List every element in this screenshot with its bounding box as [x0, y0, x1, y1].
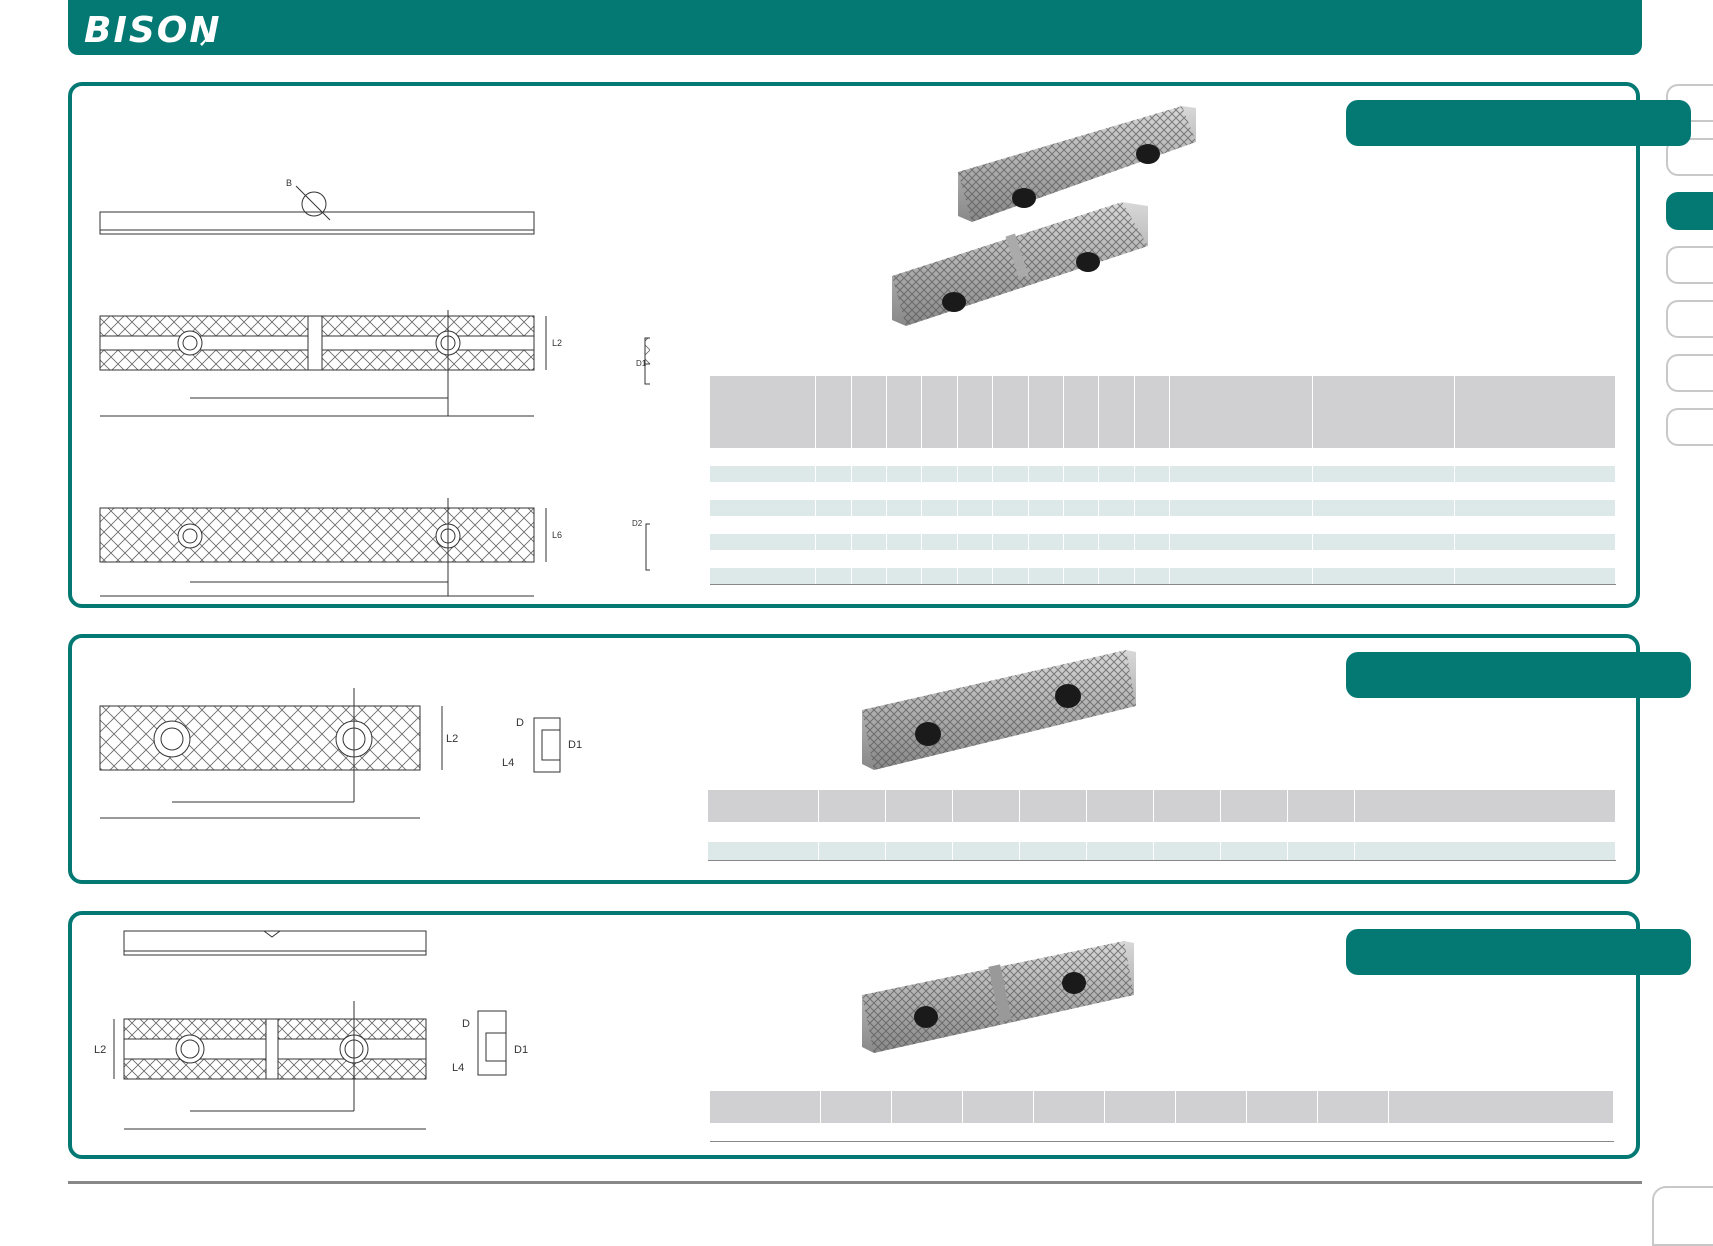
side-tab-3-active[interactable] — [1666, 192, 1713, 230]
section-panel-2: L2 D D1 L4 — [68, 634, 1691, 884]
product-photo-jaw-b — [862, 650, 1136, 770]
technical-drawing-jaw-b: L2 D D1 L4 — [99, 688, 582, 819]
table-row — [710, 500, 1616, 516]
label-d-b: D — [516, 717, 524, 729]
product-photo-jaws-a — [892, 106, 1196, 326]
table-row — [708, 842, 1616, 861]
brand-logo: BISON — [84, 10, 222, 51]
label-l2-c: L2 — [94, 1044, 106, 1056]
side-tab-4[interactable] — [1666, 246, 1713, 284]
table-row — [710, 534, 1616, 550]
section-title-pill-3 — [1346, 929, 1691, 975]
label-d-c: D — [462, 1018, 470, 1030]
section-title-pill-1 — [1346, 100, 1691, 146]
label-l2-b: L2 — [446, 733, 458, 745]
section-panel-3: L2 D D1 L4 — [68, 911, 1691, 1159]
logo-swoosh-icon — [200, 16, 218, 46]
technical-drawing-jaw-c: L2 D D1 L4 — [94, 930, 528, 1130]
section-title-1 — [1346, 114, 1362, 131]
table-row — [710, 568, 1616, 585]
table-row — [710, 466, 1616, 482]
header-bar — [68, 0, 1642, 55]
side-tab-5[interactable] — [1666, 300, 1713, 338]
label-b: B — [286, 178, 292, 188]
section-title-pill-2 — [1346, 652, 1691, 698]
side-tab-7[interactable] — [1666, 408, 1713, 446]
section-title-3 — [1346, 943, 1362, 960]
label-d1-c: D1 — [568, 739, 582, 751]
label-l4-c: L4 — [452, 1062, 464, 1074]
label-l2-a: L2 — [552, 338, 562, 348]
label-d1-a: D1 — [636, 359, 647, 368]
label-d1-d: D1 — [514, 1044, 528, 1056]
label-l6: L6 — [552, 530, 562, 540]
spec-table-2 — [708, 790, 1616, 861]
technical-drawing-jaw-a: B L2 D1 L4 L6 D2 D1 — [99, 178, 650, 597]
section-title-2 — [1346, 666, 1362, 683]
label-l4-b: L4 — [502, 757, 514, 769]
label-d2: D2 — [632, 519, 643, 528]
spec-table-3 — [710, 1091, 1614, 1142]
footer-rule — [68, 1181, 1642, 1184]
section-panel-1: B L2 D1 L4 L6 D2 D1 — [68, 82, 1691, 608]
spec-table-1 — [710, 376, 1616, 585]
table-row — [710, 1123, 1614, 1142]
side-tab-6[interactable] — [1666, 354, 1713, 392]
product-photo-jaw-c — [862, 941, 1134, 1053]
page-number-tab — [1652, 1186, 1713, 1246]
